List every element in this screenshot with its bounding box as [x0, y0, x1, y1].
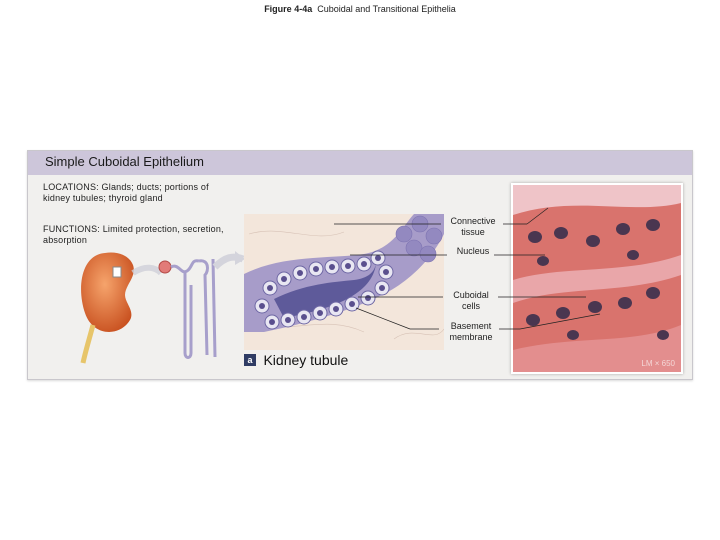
- functions-text: FUNCTIONS: Limited protection, secretion…: [43, 224, 224, 245]
- arrow-to-nephron: [131, 264, 164, 276]
- nephron-tubule: [170, 258, 217, 359]
- panel-caption: a Kidney tubule: [244, 351, 349, 368]
- figure-title: Figure 4-4a Cuboidal and Transitional Ep…: [0, 4, 720, 14]
- kidney-shape: [81, 252, 134, 332]
- connective-band-2: [513, 255, 681, 303]
- kidney-highlight-box: [112, 266, 122, 278]
- figure-title-text: Cuboidal and Transitional Epithelia: [317, 4, 456, 14]
- caption-text: Kidney tubule: [263, 351, 349, 368]
- panel-title: Simple Cuboidal Epithelium: [45, 154, 204, 169]
- figure-number: Figure 4-4a: [264, 4, 313, 14]
- connective-band-1: [513, 185, 681, 215]
- caption-badge: a: [244, 353, 256, 366]
- kidney-illustration: [80, 251, 245, 364]
- micrograph-image: [513, 185, 681, 372]
- glomerulus: [158, 260, 172, 274]
- label-basement-membrane: Basement membrane: [449, 321, 493, 342]
- cell-nuclei: [259, 255, 389, 325]
- magnification-label: LM × 650: [641, 359, 675, 368]
- label-cuboidal-cells: Cuboidal cells: [453, 290, 489, 311]
- label-nucleus: Nucleus: [456, 246, 490, 256]
- panel-header: Simple Cuboidal Epithelium: [28, 151, 692, 175]
- label-connective-tissue: Connective tissue: [450, 216, 496, 237]
- locations-text: LOCATIONS: Glands; ducts; portions of ki…: [43, 182, 209, 203]
- tubule-lumen: [274, 264, 376, 318]
- connective-band-3: [513, 325, 681, 372]
- ureter: [80, 324, 96, 364]
- outer-tubule-texture: [395, 215, 443, 263]
- tubule-cross-section: [244, 214, 444, 350]
- arrowhead: [235, 251, 245, 265]
- micrograph: LM × 650: [511, 183, 683, 374]
